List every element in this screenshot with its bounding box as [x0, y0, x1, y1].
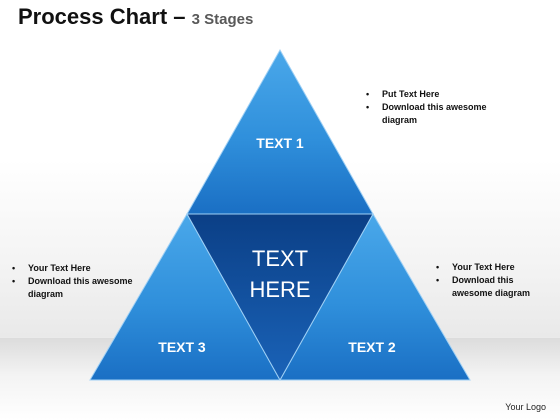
note-item: Put Text Here [364, 88, 524, 101]
note-top-right: Put Text Here Download this awesome diag… [364, 88, 524, 127]
page-title: Process Chart – 3 Stages [18, 4, 253, 30]
note-item: Download this awesome diagram [364, 101, 524, 127]
note-item: Download this awesome diagram [434, 274, 554, 300]
stage-label-left: TEXT 3 [158, 339, 206, 355]
note-item: Your Text Here [434, 261, 554, 274]
note-item: Your Text Here [10, 262, 150, 275]
center-triangle[interactable] [186, 213, 374, 382]
footer-logo: Your Logo [505, 402, 546, 412]
stage-label-right: TEXT 2 [348, 339, 396, 355]
note-item: Download this awesome diagram [10, 275, 150, 301]
title-main: Process Chart [18, 4, 168, 29]
note-left: Your Text Here Download this awesome dia… [10, 262, 150, 301]
center-label-line2: HERE [249, 277, 310, 302]
title-dash: – [167, 4, 192, 29]
stage-label-top: TEXT 1 [256, 135, 304, 151]
stage-triangle-top[interactable] [186, 48, 374, 215]
center-label-line1: TEXT [252, 246, 308, 271]
note-right: Your Text Here Download this awesome dia… [434, 261, 554, 300]
title-subtitle: 3 Stages [191, 11, 254, 28]
